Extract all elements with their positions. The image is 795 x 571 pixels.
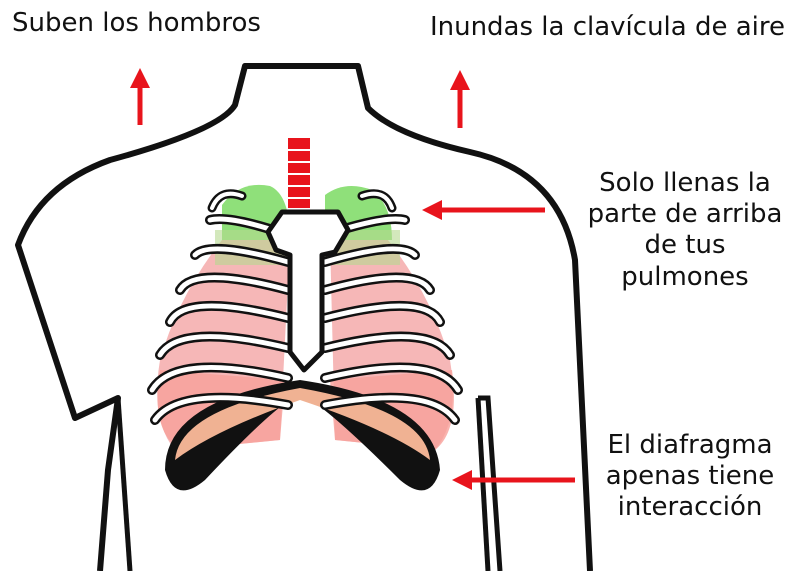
clavicle-left-fill <box>210 191 244 210</box>
diaphragm <box>165 380 440 491</box>
torso-right-contour <box>478 395 503 571</box>
label-clavicle: Inundas la clavícula de aire <box>429 12 785 42</box>
trachea <box>288 138 310 208</box>
label-diaphragm: El diafragma apenas tiene interacción <box>605 430 775 523</box>
label-shoulders: Suben los hombros <box>12 8 261 38</box>
sternum <box>265 209 351 373</box>
torso-inner-line-left <box>115 397 133 571</box>
torso-outline <box>15 63 593 571</box>
clavicle-right-fill <box>360 191 394 210</box>
torso-inner-line-right <box>475 397 491 571</box>
label-lungs: Solo llenas la parte de arriba de tus pu… <box>587 168 783 292</box>
